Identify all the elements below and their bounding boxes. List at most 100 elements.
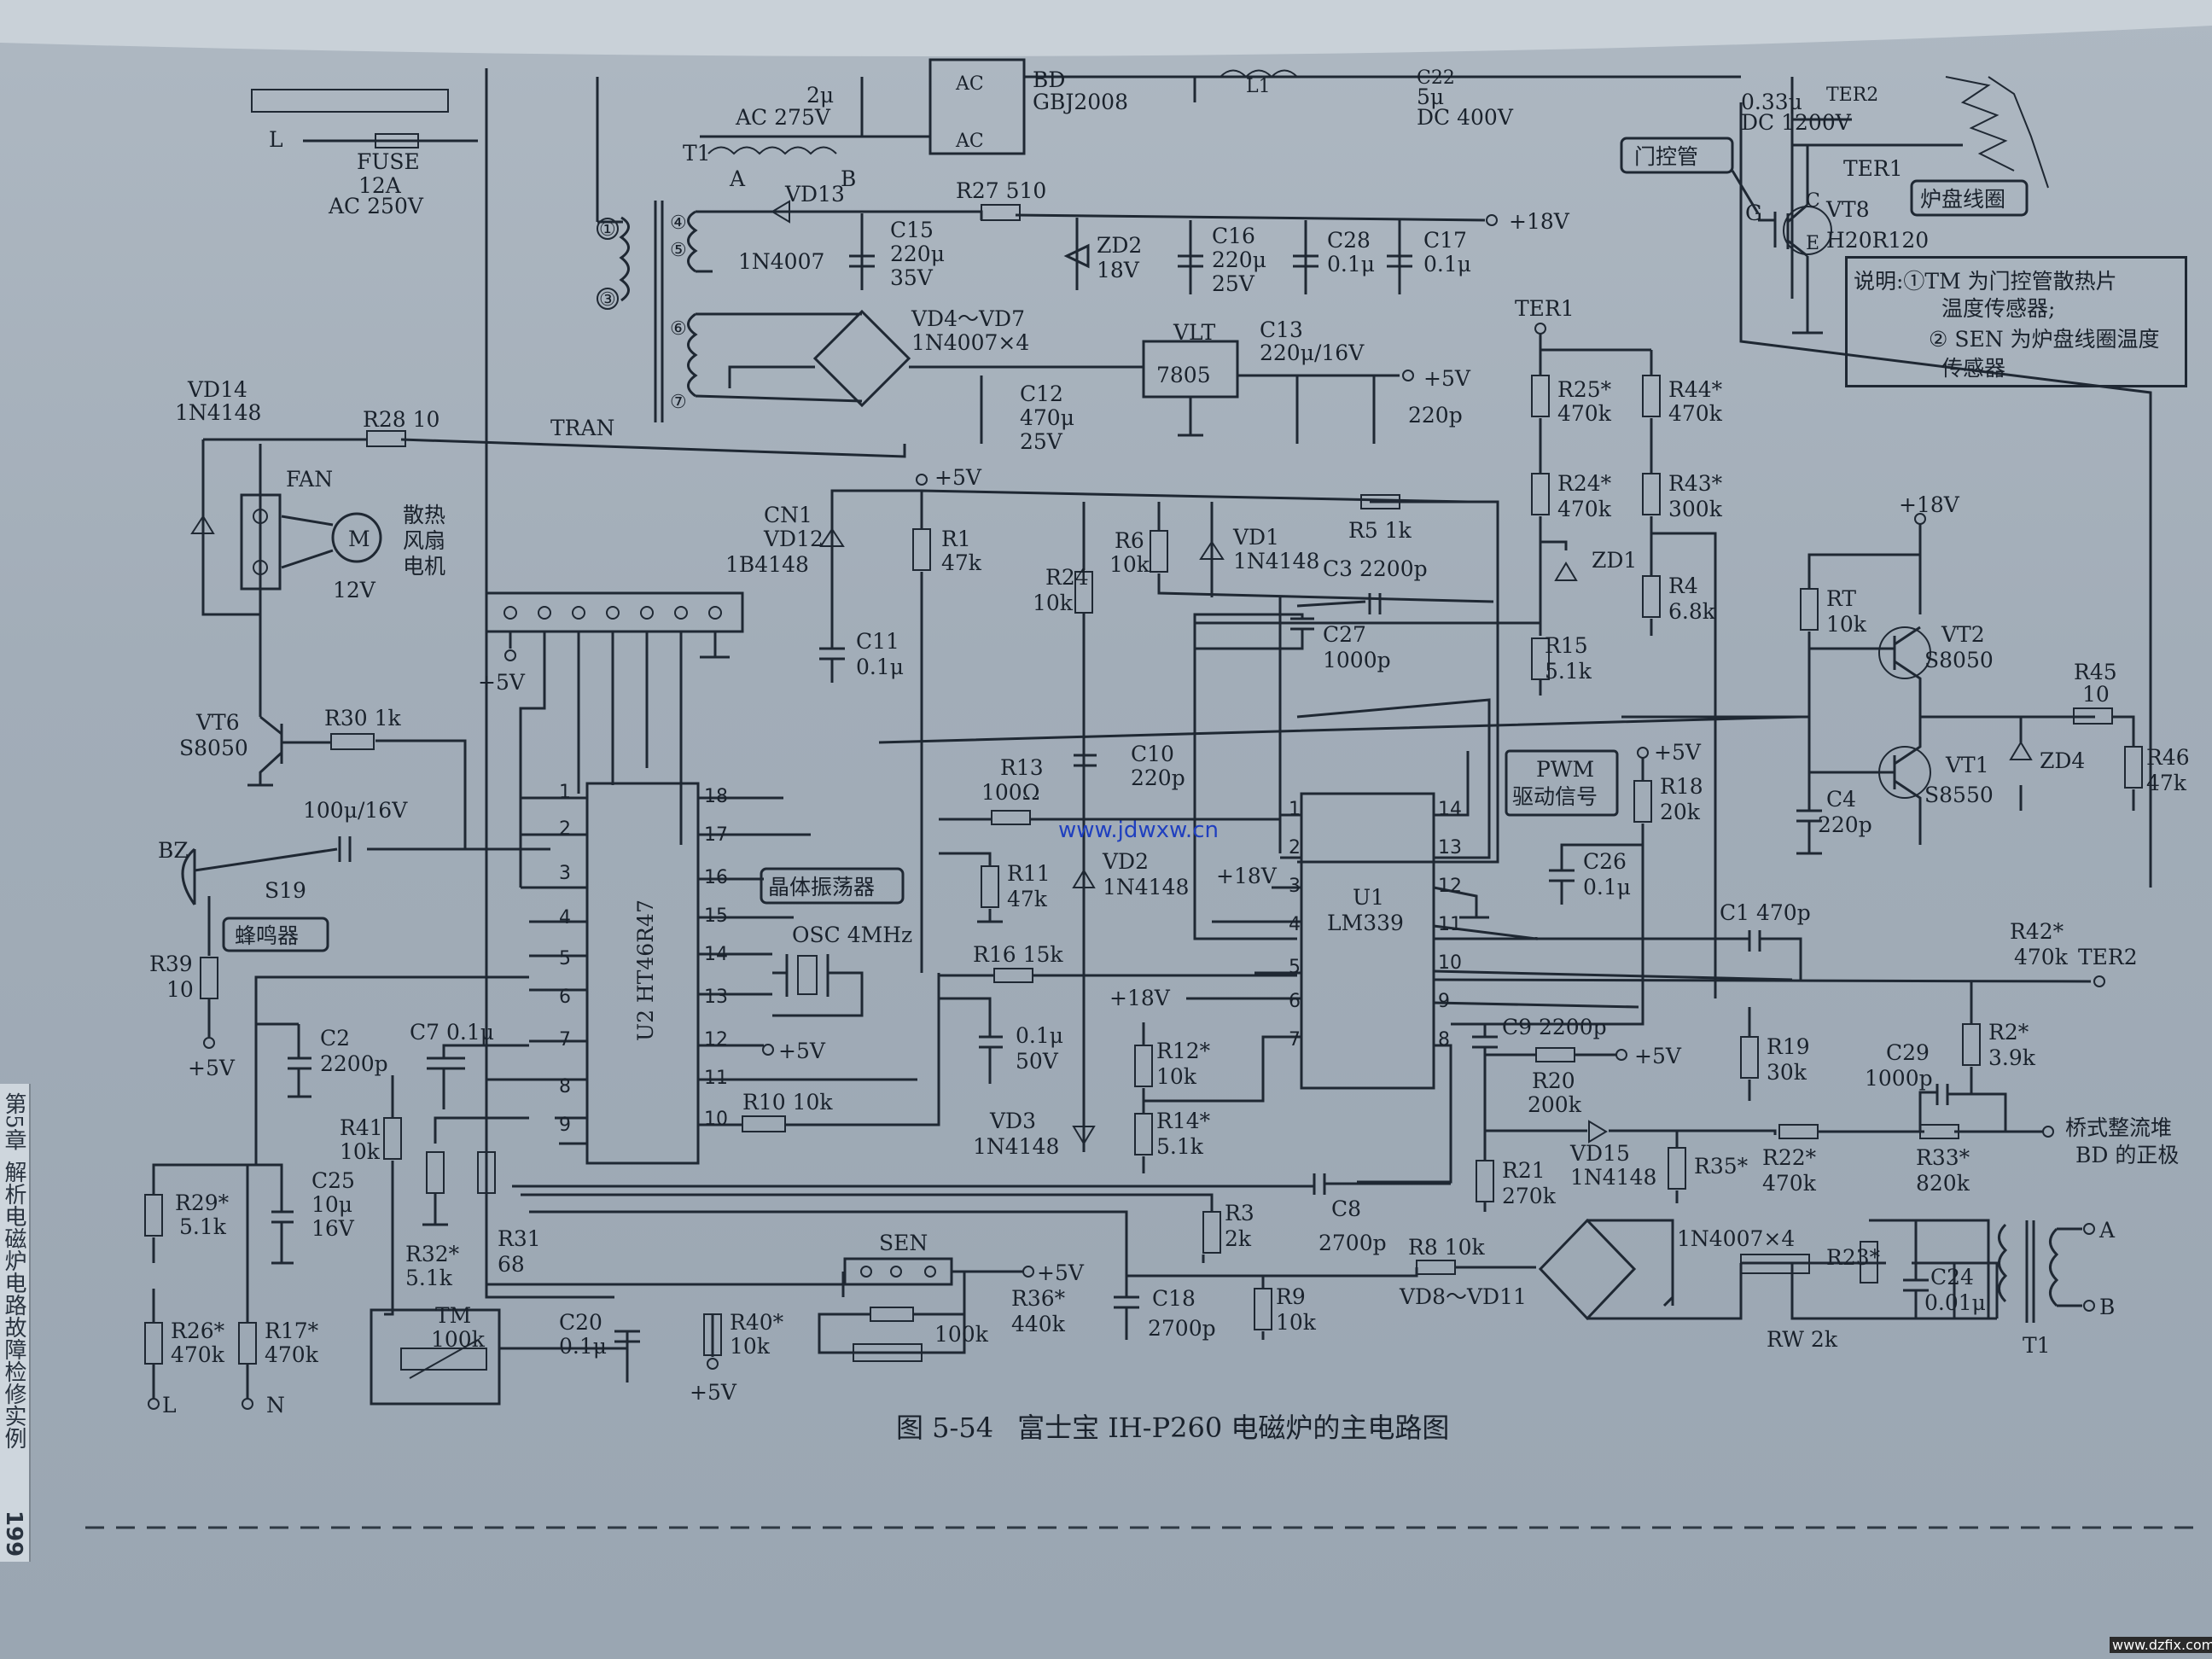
t1-a-label: A: [729, 166, 746, 191]
zd4-zener: [2009, 741, 2033, 760]
c8-value: 2700p: [1318, 1231, 1387, 1255]
r44-label: R44*: [1668, 377, 1723, 402]
u1-pin-13: 13: [1438, 837, 1462, 859]
vd1-part: 1N4148: [1233, 549, 1319, 573]
u1-pin-3: 3: [1289, 876, 1301, 897]
r29-label: R29*: [175, 1190, 230, 1215]
vd13-label: VD13: [784, 182, 845, 207]
bridge-note-2: BD 的正极: [2075, 1143, 2179, 1167]
r30-resistor: [330, 733, 375, 750]
vd3-diode: [1072, 1126, 1096, 1145]
r8-resistor: [1416, 1260, 1456, 1275]
c12-voltage: 25V: [1020, 429, 1063, 454]
u2-pin-1: 1: [559, 782, 571, 803]
c23-rating: DC 1200V: [1741, 110, 1852, 135]
note-line-4: 传感器: [1941, 356, 2006, 381]
sen-label: SEN: [879, 1231, 928, 1255]
c26-label: C26: [1583, 849, 1627, 874]
c17-label: C17: [1423, 228, 1467, 253]
r33-value: 820k: [1916, 1171, 1970, 1196]
note-line-3: ② SEN 为炉盘线圈温度: [1929, 327, 2160, 352]
r36-value: 440k: [1011, 1312, 1066, 1336]
u1-18v-label: +18V: [1216, 864, 1278, 888]
c18-value: 2700p: [1148, 1316, 1216, 1341]
osc-label: OSC 4MHz: [792, 923, 912, 947]
r35-resistor: [1668, 1147, 1686, 1190]
vlt-label: VLT: [1173, 320, 1216, 345]
vt2-part: S8050: [1924, 648, 1994, 672]
r17-value: 470k: [265, 1342, 319, 1367]
r26-value: 470k: [171, 1342, 225, 1367]
u2-pin-18: 18: [704, 786, 728, 807]
r43-label: R43*: [1668, 471, 1723, 496]
r5-label: R5 1k: [1348, 518, 1412, 543]
t1-b-label: B: [841, 166, 856, 191]
mains-L-label: L: [269, 127, 283, 152]
r19-value: 30k: [1767, 1060, 1807, 1085]
vd4-vd7-label: VD4～VD7: [911, 306, 1025, 331]
rt-value: 10k: [1826, 612, 1867, 637]
r17-label: R17*: [265, 1318, 319, 1343]
vd4-vd7-part: 1N4007×4: [911, 330, 1029, 355]
vt8-igbt-symbol: [1783, 206, 1832, 255]
u2-pin-6: 6: [559, 987, 571, 1008]
tran-pin-6: ⑥: [670, 318, 687, 340]
r46-value: 47k: [2146, 771, 2187, 795]
tran-pin-4: ④: [670, 212, 687, 234]
mains-L-bottom: L: [162, 1393, 177, 1417]
vt8-emitter-pin: E: [1806, 233, 1819, 254]
u2-pin-14: 14: [704, 944, 728, 965]
r14-resistor: [1134, 1113, 1153, 1155]
zd2-label: ZD2: [1097, 233, 1142, 258]
c11-value: 0.1μ: [856, 655, 904, 679]
r21-value: 270k: [1502, 1184, 1557, 1208]
r24-value: 10k: [1033, 591, 1074, 615]
r24-star-label: R24*: [1557, 471, 1612, 496]
r19-resistor: [1740, 1036, 1759, 1079]
r9-label: R9: [1276, 1284, 1306, 1309]
r35-label: R35*: [1694, 1154, 1749, 1179]
r4-label: R4: [1668, 573, 1698, 598]
c16-label: C16: [1212, 224, 1255, 248]
bz-5v-label: +5V: [188, 1056, 236, 1080]
tran-pin-1: ①: [599, 219, 616, 241]
r2-label: R2*: [1988, 1020, 2029, 1045]
r42-label: R42*: [2010, 919, 2064, 944]
pwm-callout: [1505, 749, 1619, 817]
c8-label: C8: [1331, 1196, 1361, 1221]
fan-label: FAN: [286, 467, 333, 492]
u2-pin-17: 17: [704, 824, 728, 846]
sen-pot-100k: [853, 1343, 923, 1362]
r10-label: R10 10k: [742, 1090, 833, 1115]
c1-label: C1 470p: [1720, 900, 1811, 925]
c10-value: 220p: [1131, 765, 1185, 790]
r15-value: 5.1k: [1545, 659, 1592, 684]
u2-mcu-ht46r47: [585, 782, 700, 1165]
r36-label: R36*: [1011, 1286, 1066, 1311]
c29-value: 1000p: [1865, 1066, 1933, 1091]
vd15-diode: [1588, 1120, 1608, 1144]
sen-pot-value: 100k: [934, 1322, 989, 1347]
r20-value: 200k: [1528, 1092, 1582, 1117]
r1-resistor: [912, 528, 931, 571]
vd13-part: 1N4007: [738, 249, 824, 274]
corner-watermark: www.dzfix.com: [2110, 1637, 2212, 1653]
u1-pin-2: 2: [1289, 837, 1301, 859]
r45-value: 10: [2082, 682, 2110, 707]
r27-resistor: [981, 204, 1021, 221]
tm-label: TM: [435, 1303, 471, 1328]
r41-resistor: [383, 1117, 402, 1160]
r36-resistor: [870, 1307, 914, 1322]
c21-value: 2μ: [806, 83, 834, 108]
r21-label: R21: [1502, 1158, 1545, 1183]
u2-label: U2 HT46R47: [633, 899, 658, 1041]
r16-resistor: [993, 968, 1033, 983]
vd15-label: VD15: [1569, 1141, 1630, 1166]
vd4-vd7-bridge: [812, 309, 911, 408]
r9-resistor: [1254, 1288, 1272, 1330]
fuse-value: 12A: [358, 173, 402, 198]
pin12-5v-label: +5V: [778, 1039, 826, 1063]
t1-bottom-label: T1: [2023, 1333, 2051, 1358]
c22-rating: DC 400V: [1417, 105, 1514, 130]
r33-label: R33*: [1916, 1145, 1970, 1170]
